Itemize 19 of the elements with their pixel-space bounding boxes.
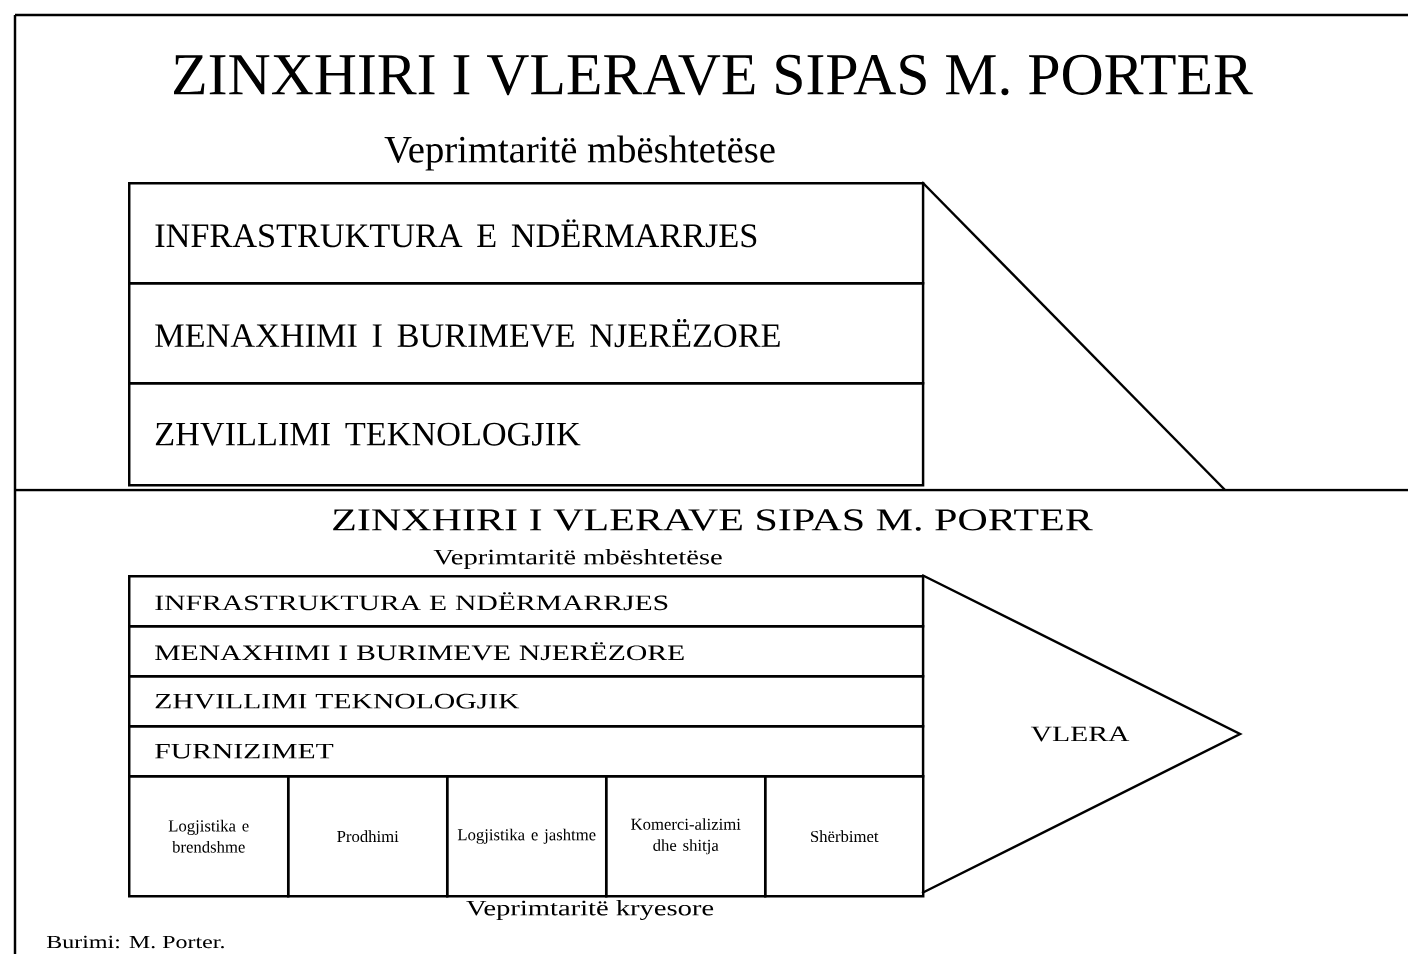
activity-box: ZHVILLIMI TEKNOLOGJIK: [128, 675, 925, 728]
title: ZINXHIRI I VLERAVE SIPAS M. PORTER: [174, 54, 1253, 96]
title: ZINXHIRI I VLERAVE SIPAS M. PORTER: [333, 509, 1093, 531]
value-chevron: VLERA: [921, 573, 1243, 895]
activity-box: Shërbimet: [764, 775, 925, 898]
activity-box: Prodhimi: [287, 775, 449, 898]
subtitle: Veprimtaritë mbështetëse: [384, 135, 775, 171]
activity-box: MENAXHIMI I BURIMEVE NJERËZORE: [128, 625, 925, 678]
source-note: Burimi: M. Porter.: [46, 935, 224, 949]
activity-box: INFRASTRUKTURA E NDËRMARRJES: [128, 182, 925, 285]
activity-box: FURNIZIMET: [128, 725, 925, 778]
activity-box: Logjistika e brendshme: [128, 775, 290, 898]
activity-box: Komerci-alizimi dhe shitja: [605, 775, 767, 898]
activity-box: ZHVILLIMI TEKNOLOGJIK: [128, 382, 925, 487]
subtitle: Veprimtaritë mbështetëse: [433, 549, 722, 569]
activity-box: Logjistika e jashtme: [446, 775, 608, 898]
subtitle: Veprimtaritë kryesore: [466, 900, 714, 920]
activity-box: INFRASTRUKTURA E NDËRMARRJES: [128, 575, 925, 628]
activity-box: MENAXHIMI I BURIMEVE NJERËZORE: [128, 282, 925, 385]
